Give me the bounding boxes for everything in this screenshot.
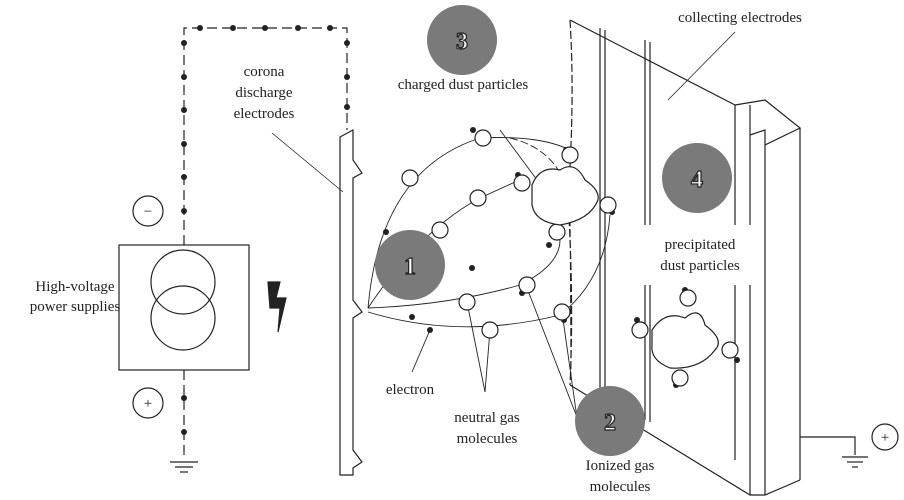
svg-text:1: 1 [404,254,416,280]
electron-dot [181,107,187,113]
collecting-electrodes-label: collecting electrodes [678,10,802,26]
ionized-gas-label: molecules [590,479,651,495]
collecting-electrodes [567,19,802,496]
electron-dot [230,25,236,31]
minus-sign: − [144,204,152,220]
circuit-wire [183,27,348,245]
electron-dot [181,395,187,401]
electron-dot [344,74,350,80]
ground-icon [170,461,198,473]
electron-label: electron [386,382,435,398]
svg-text:3: 3 [456,29,468,55]
charged-dust-label: charged dust particles [398,77,529,93]
electron-dot [181,40,187,46]
electron-dot [197,25,203,31]
corona-label: electrodes [234,106,295,122]
corona-label: discharge [235,85,293,101]
electron-dot [327,25,333,31]
step-4-marker: 4 [662,143,732,213]
electron-dot [344,104,350,110]
corona-label: corona [244,64,285,80]
step-2-marker: 2 [575,386,645,456]
ground-wire-right [800,436,856,455]
minus-terminal [132,195,164,227]
electron-dot [181,174,187,180]
electron-dot [181,74,187,80]
electron-dot [262,25,268,31]
svg-text:4: 4 [691,167,703,193]
electron-dot [409,314,415,320]
electron-dot [181,141,187,147]
electron-dot [634,317,640,323]
plus-terminal-right [871,423,899,451]
power-supply-box [118,244,250,371]
collecting-leader [667,31,736,101]
corona-electrode [339,128,363,476]
step-1-marker: 1 [375,230,445,300]
gas-molecules [401,129,739,387]
electron-dot [181,208,187,214]
corona-leader [271,132,344,193]
precipitated-dust-particle [651,312,719,369]
electron-dot [469,265,475,271]
electron-dot [295,25,301,31]
ground-icon-right [842,456,868,468]
power-supply-label: High-voltage [35,279,114,295]
charged-dust-particle [531,166,599,226]
electron-dot [470,127,476,133]
plus-sign: + [144,396,152,412]
step-3-marker: 3 [427,5,497,75]
lightning-icon [267,281,287,333]
electron-dot [344,40,350,46]
neutral-gas-label: molecules [457,431,518,447]
precipitated-label: dust particles [660,258,740,274]
svg-text:2: 2 [604,410,616,436]
plus-sign-right: + [881,430,889,446]
precipitated-label: precipitated [665,237,736,253]
power-supply-label: power supplies [30,299,121,315]
electron-dot [546,242,552,248]
ionized-gas-label: Ionized gas [586,458,655,474]
neutral-gas-label: neutral gas [454,410,520,426]
plus-terminal [132,387,164,419]
